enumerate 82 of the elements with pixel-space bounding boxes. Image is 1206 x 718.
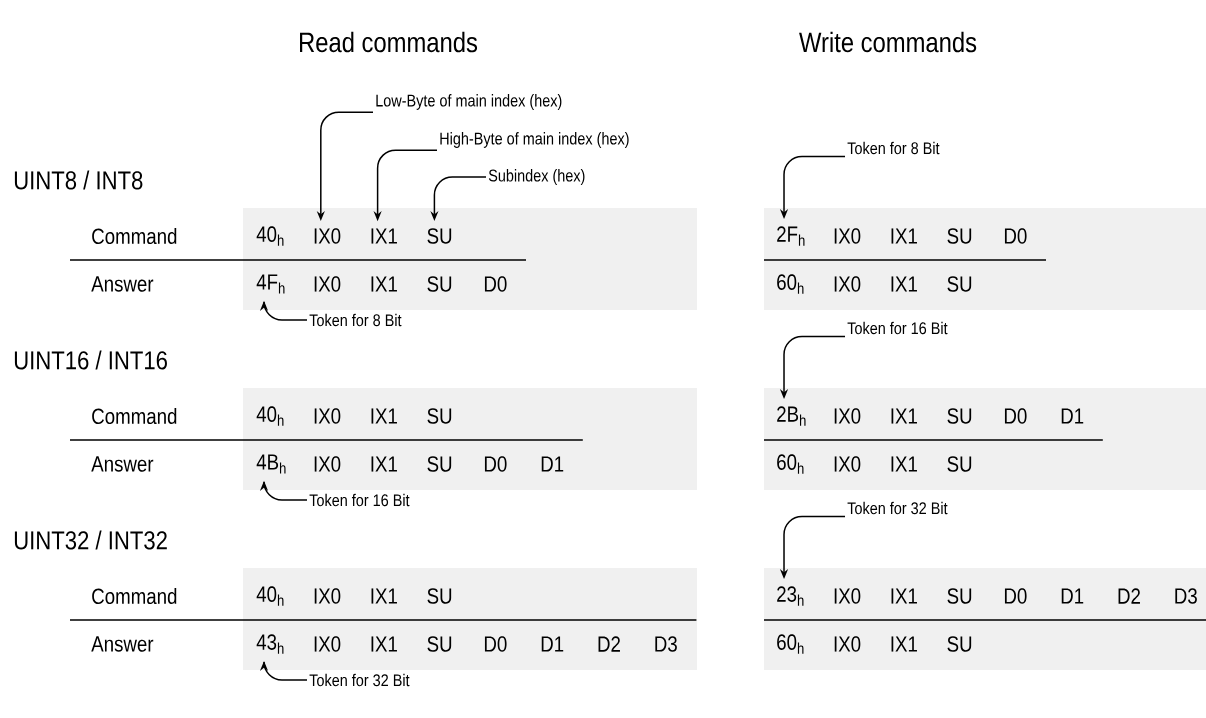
byte-code: 40$_{h}$	[256, 406, 284, 426]
byte-code: D0	[1004, 228, 1027, 244]
annotation-text: Token for 16 Bit	[309, 493, 410, 507]
byte-code: D2	[598, 636, 620, 652]
byte-code: IX0	[314, 588, 341, 604]
byte-code: D3	[1175, 588, 1197, 604]
byte-code: SU	[427, 456, 452, 472]
byte-code: D3	[655, 636, 677, 652]
byte-code: IX1	[371, 276, 397, 292]
byte-code: D1	[541, 456, 564, 472]
byte-code: SU	[427, 276, 452, 292]
annotation-text: Token for 16 Bit	[847, 321, 948, 335]
byte-code: D2	[1118, 588, 1140, 604]
byte-code: 40$_{h}$	[256, 226, 284, 246]
byte-code: SU	[427, 636, 452, 652]
byte-code: IX0	[834, 588, 861, 604]
byte-code: D0	[484, 276, 507, 292]
row-label: Answer	[91, 636, 154, 652]
annotation-text: Token for 32 Bit	[309, 673, 410, 687]
byte-code: SU	[947, 228, 972, 244]
byte-code: SU	[427, 408, 452, 424]
byte-code: IX0	[314, 408, 341, 424]
row-label: Command	[92, 227, 177, 245]
row-label: Answer	[91, 276, 154, 292]
byte-code: 23$_{h}$	[777, 586, 804, 606]
annotation-text: Subindex (hex)	[488, 169, 585, 185]
byte-code: 60$_{h}$	[777, 634, 804, 654]
annotation-text: Token for 8 Bit	[847, 141, 940, 155]
byte-code: 60$_{h}$	[777, 454, 804, 474]
byte-code: 4F$_{h}$	[256, 274, 285, 294]
byte-code: SU	[947, 636, 972, 652]
annotation-text: Token for 8 Bit	[309, 313, 402, 327]
byte-code: IX0	[314, 276, 341, 292]
row-label: Command	[92, 407, 177, 425]
byte-code: IX0	[314, 456, 341, 472]
byte-code: IX1	[891, 636, 917, 652]
byte-code: IX0	[314, 636, 341, 652]
byte-code: D0	[1004, 408, 1027, 424]
byte-code: SU	[947, 408, 972, 424]
byte-code: IX1	[371, 636, 397, 652]
section-heading: UINT16 / INT16	[14, 350, 167, 370]
column-heading: Write commands	[799, 31, 977, 53]
byte-code: IX1	[371, 456, 397, 472]
byte-code: D1	[1061, 408, 1084, 424]
byte-code: D0	[484, 456, 507, 472]
byte-code: D0	[484, 636, 507, 652]
byte-code: 43$_{h}$	[256, 634, 284, 654]
annotation-text: Token for 32 Bit	[847, 501, 948, 515]
byte-code: IX1	[371, 588, 397, 604]
byte-code: D1	[541, 636, 564, 652]
byte-code: 60$_{h}$	[777, 274, 804, 294]
byte-code: SU	[427, 588, 452, 604]
byte-code: D1	[1061, 588, 1084, 604]
byte-code: SU	[947, 588, 972, 604]
byte-code: IX1	[371, 408, 397, 424]
byte-code: IX1	[891, 408, 917, 424]
byte-code: IX1	[891, 588, 917, 604]
byte-code: 40$_{h}$	[256, 586, 284, 606]
byte-code: IX0	[314, 228, 341, 244]
section-heading: UINT32 / INT32	[14, 530, 167, 550]
byte-code: IX0	[834, 408, 861, 424]
byte-code: IX0	[834, 636, 861, 652]
row-label: Answer	[91, 456, 154, 472]
byte-code: D0	[1004, 588, 1027, 604]
byte-code: IX1	[371, 228, 397, 244]
byte-code: IX1	[891, 276, 917, 292]
byte-code: SU	[427, 228, 452, 244]
byte-code: IX0	[834, 276, 861, 292]
section-heading: UINT8 / INT8	[14, 170, 143, 190]
byte-code: IX1	[891, 228, 917, 244]
byte-code: SU	[947, 456, 972, 472]
byte-code: 4B$_{h}$	[256, 454, 286, 474]
annotation-text: Low-Byte of main index (hex)	[376, 94, 562, 110]
byte-code: 2B$_{h}$	[777, 406, 806, 426]
byte-code: IX1	[891, 456, 917, 472]
byte-code: 2F$_{h}$	[777, 226, 805, 246]
column-heading: Read commands	[300, 31, 478, 53]
byte-code: SU	[947, 276, 972, 292]
annotation-text: High-Byte of main index (hex)	[440, 132, 629, 148]
byte-code: IX0	[834, 456, 861, 472]
row-label: Command	[92, 587, 177, 605]
byte-code: IX0	[834, 228, 861, 244]
